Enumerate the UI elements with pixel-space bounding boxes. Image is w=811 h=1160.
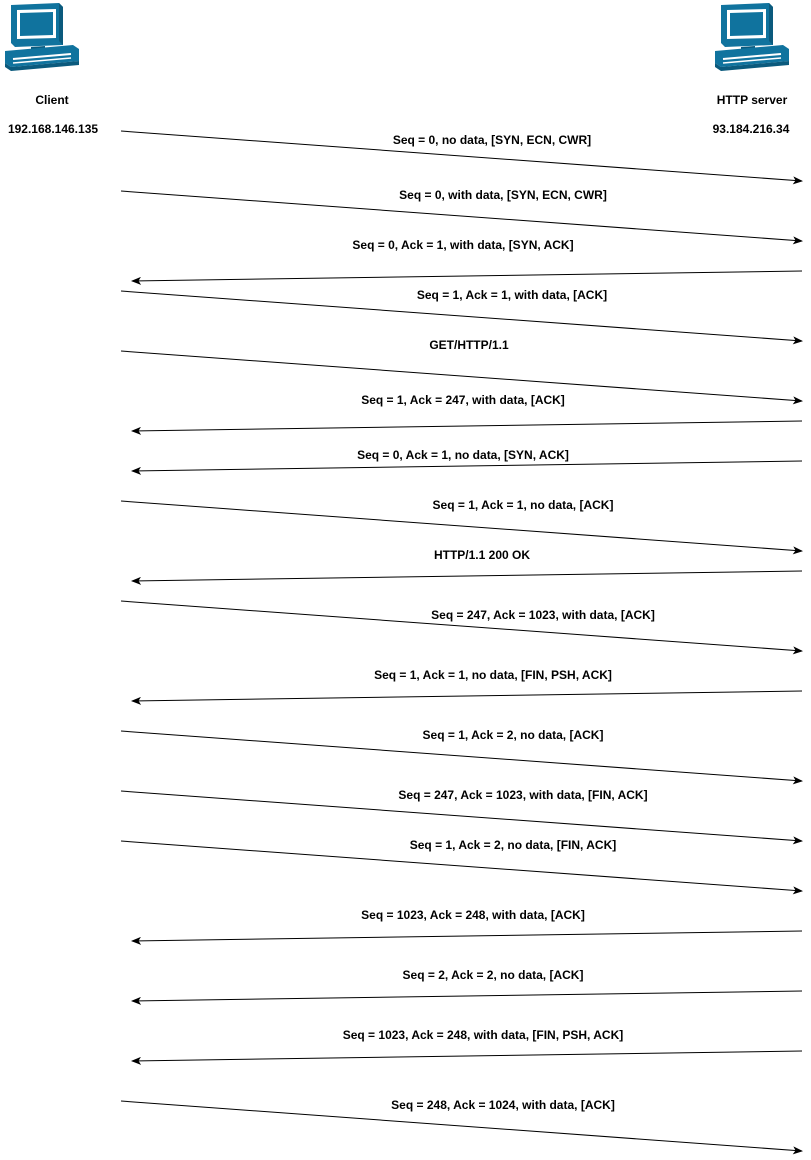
message-label-9: HTTP/1.1 200 OK: [434, 548, 530, 562]
message-label-11: Seq = 1, Ack = 1, no data, [FIN, PSH, AC…: [374, 668, 612, 682]
message-label-6: Seq = 1, Ack = 247, with data, [ACK]: [361, 393, 565, 407]
message-arrow-3: [131, 270, 803, 285]
message-arrow-8: [120, 500, 803, 555]
message-arrow-14: [120, 840, 803, 895]
message-label-16: Seq = 2, Ack = 2, no data, [ACK]: [403, 968, 584, 982]
message-label-14: Seq = 1, Ack = 2, no data, [FIN, ACK]: [410, 838, 617, 852]
message-arrow-15: [131, 930, 803, 945]
message-label-18: Seq = 248, Ack = 1024, with data, [ACK]: [391, 1098, 615, 1112]
message-label-1: Seq = 0, no data, [SYN, ECN, CWR]: [393, 133, 591, 147]
message-arrow-17: [131, 1050, 803, 1065]
message-arrow-9: [131, 570, 803, 585]
message-label-2: Seq = 0, with data, [SYN, ECN, CWR]: [399, 188, 607, 202]
message-label-10: Seq = 247, Ack = 1023, with data, [ACK]: [431, 608, 655, 622]
message-arrow-7: [131, 460, 803, 475]
client-ip-label: 192.168.146.135: [7, 122, 99, 136]
message-arrow-11: [131, 690, 803, 705]
message-label-15: Seq = 1023, Ack = 248, with data, [ACK]: [361, 908, 585, 922]
message-label-5: GET/HTTP/1.1: [429, 338, 509, 352]
message-label-8: Seq = 1, Ack = 1, no data, [ACK]: [433, 498, 614, 512]
message-arrow-4: [120, 290, 803, 345]
message-label-12: Seq = 1, Ack = 2, no data, [ACK]: [423, 728, 604, 742]
message-arrow-6: [131, 420, 803, 435]
message-arrow-1: [120, 130, 803, 185]
server-computer-icon: [711, 1, 791, 73]
message-arrow-5: [120, 350, 803, 405]
message-label-17: Seq = 1023, Ack = 248, with data, [FIN, …: [343, 1028, 624, 1042]
message-arrow-2: [120, 190, 803, 245]
message-arrow-13: [120, 790, 803, 845]
client-name-label: Client: [35, 93, 69, 107]
message-arrow-10: [120, 600, 803, 655]
message-label-4: Seq = 1, Ack = 1, with data, [ACK]: [417, 288, 607, 302]
message-label-13: Seq = 247, Ack = 1023, with data, [FIN, …: [398, 788, 647, 802]
message-arrow-18: [120, 1100, 803, 1155]
server-ip-label: 93.184.216.34: [712, 122, 790, 136]
server-name-label: HTTP server: [716, 93, 788, 107]
message-label-7: Seq = 0, Ack = 1, no data, [SYN, ACK]: [357, 448, 569, 462]
message-arrow-12: [120, 730, 803, 785]
message-label-3: Seq = 0, Ack = 1, with data, [SYN, ACK]: [352, 238, 573, 252]
message-arrow-16: [131, 990, 803, 1005]
client-computer-icon: [1, 1, 81, 73]
